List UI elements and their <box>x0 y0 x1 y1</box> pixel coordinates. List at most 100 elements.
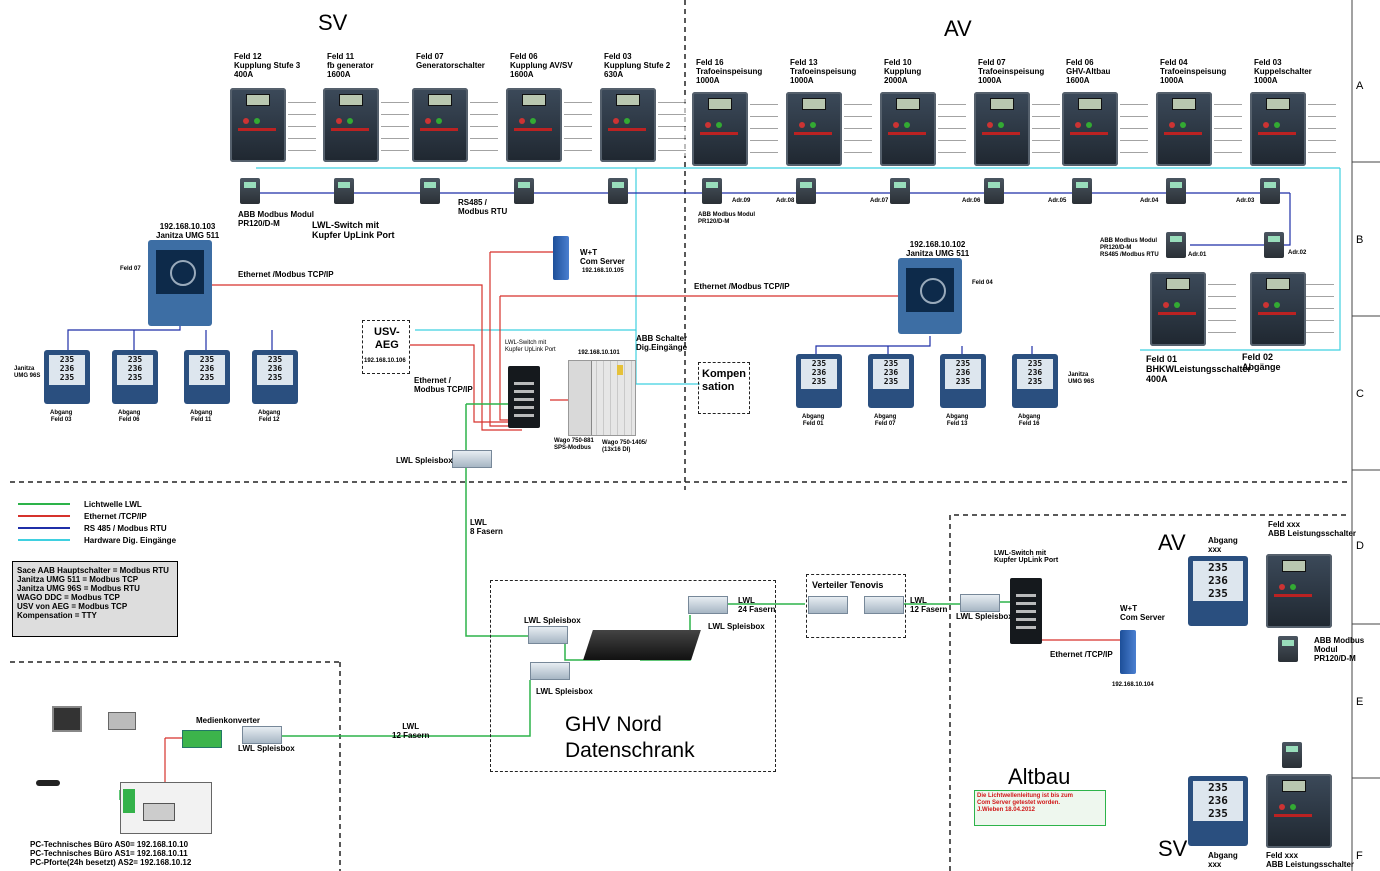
label-lwl-spleisbox-pc: LWL Spleisbox <box>238 744 295 753</box>
label-lwl-switch-small: LWL-Switch mit Kupfer UpLink Port <box>505 340 556 353</box>
grid-row-label: F <box>1356 850 1363 862</box>
wt-com-server <box>553 236 569 280</box>
meter-display: 235 236 235 <box>1017 359 1053 389</box>
feeder-label: Feld 06 GHV-Altbau 1600A <box>1066 58 1111 85</box>
label-lwl-24: LWL 24 Fasern <box>738 596 776 614</box>
meter-display: 235 236 235 <box>257 355 293 385</box>
janitza-umg511-sv <box>148 240 212 326</box>
label-medienkonverter: Medienkonverter <box>196 716 261 725</box>
breaker-contacts <box>564 96 592 156</box>
abb-modbus-module <box>1072 178 1092 204</box>
janitza-umg96s-meter: 235 236 235 <box>940 354 986 408</box>
lwl-switch <box>508 366 540 428</box>
label-feld04: Feld 04 <box>972 280 993 286</box>
label-abb-modbus-altbau: ABB Modbus Modul PR120/D-M <box>1314 636 1365 663</box>
section-title-av: AV <box>944 16 972 41</box>
lwl-spleisbox-4 <box>688 596 728 614</box>
janitza-umg96s-meter: 235 236 235 <box>252 350 298 404</box>
feeder-label: Feld 13 Trafoeinspeisung 1000A <box>790 58 857 85</box>
label-lwl-spleisbox-1: LWL Spleisbox <box>396 456 453 465</box>
label-lwl-8: LWL 8 Fasern <box>470 518 503 536</box>
ghv-nord-box <box>490 580 776 772</box>
grid-row-label: E <box>1356 696 1364 708</box>
circuit-breaker <box>880 92 936 166</box>
breaker-contacts <box>1032 98 1060 158</box>
legend-label: Lichtwelle LWL <box>84 499 142 509</box>
label-eth-modbus-1: Ethernet /Modbus TCP/IP <box>238 270 334 279</box>
breaker-contacts <box>470 96 498 156</box>
abb-modbus-module <box>608 178 628 204</box>
meter-label: Abgang Feld 06 <box>118 410 141 423</box>
breaker-feld02 <box>1250 272 1306 346</box>
feeder-label: Feld 10 Kupplung 2000A <box>884 58 922 85</box>
label-lwl-12-right: LWL 12 Fasern <box>910 596 948 614</box>
janitza-umg96s-meter: 235 236 235 <box>1012 354 1058 408</box>
label-feld-xxx-top: Feld xxx ABB Leistungsschalter <box>1268 520 1357 538</box>
janitza-umg511-av <box>898 258 962 334</box>
section-title-altbau: Altbau <box>1008 764 1071 789</box>
label-feld07-left: Feld 07 <box>120 266 141 272</box>
circuit-breaker <box>600 88 656 162</box>
meter-label: Abgang Feld 16 <box>1018 414 1041 427</box>
label-wago-ip: 192.168.10.101 <box>578 350 620 356</box>
label-lwl-spleisbox-4: LWL Spleisbox <box>708 622 765 631</box>
altbau-note: Die Lichtwellenleitung ist bis zum Com S… <box>974 790 1106 826</box>
label-usv: USV- AEG <box>374 326 400 351</box>
feeder-label: Feld 03 Kupplung Stufe 2 630A <box>604 52 671 79</box>
meter-display: 235 236 235 <box>873 359 909 389</box>
meter-label: Abgang Feld 13 <box>946 414 969 427</box>
janitza-meter-altbau-bottom: 235 236 235 <box>1188 776 1248 846</box>
label-lwl-switch-sv: LWL-Switch mit Kupfer UpLink Port <box>312 220 395 240</box>
meter-display: 235 236 235 <box>945 359 981 389</box>
breaker-contacts <box>1120 98 1148 158</box>
wt-com-server-altbau <box>1120 630 1136 674</box>
breaker-contacts <box>844 98 872 158</box>
feeder-label: Feld 07 Trafoeinspeisung 1000A <box>978 58 1045 85</box>
label-feld-xxx-bottom: Feld xxx ABB Leistungsschalter <box>1266 851 1355 869</box>
label-wago-1405: Wago 750-1405/ (13x16 DI) <box>602 440 647 453</box>
breaker-contacts <box>658 96 686 156</box>
abb-modbus-module <box>240 178 260 204</box>
feeder-label: Feld 12 Kupplung Stufe 3 400A <box>234 52 301 79</box>
label-rs485: RS485 / Modbus RTU <box>458 198 508 216</box>
label-lwl-spleisbox-2: LWL Spleisbox <box>524 616 581 625</box>
address-label: Adr.09 <box>732 198 751 204</box>
address-label: Adr.01 <box>1188 252 1207 258</box>
label-kompensation: Kompen sation <box>702 368 746 393</box>
abb-modbus-module <box>702 178 722 204</box>
meter-display: 235 236 235 <box>189 355 225 385</box>
lwl-spleisbox-3 <box>530 662 570 680</box>
circuit-breaker <box>412 88 468 162</box>
grid-row-label: B <box>1356 234 1364 246</box>
label-janitza-96s-sv: Janitza UMG 96S <box>14 366 41 379</box>
abb-modbus-altbau <box>1278 636 1298 662</box>
address-label: Adr.05 <box>1048 198 1067 204</box>
control-cabinet <box>120 782 212 834</box>
breaker-bhkw <box>1150 272 1206 346</box>
breaker-altbau-top <box>1266 554 1332 628</box>
protocol-printer <box>36 780 60 786</box>
legend-label: Ethernet /TCP/IP <box>84 511 147 521</box>
janitza-umg96s-meter: 235 236 235 <box>112 350 158 404</box>
label-ghv: GHV Nord Datenschrank <box>565 713 695 762</box>
janitza-umg96s-meter: 235 236 235 <box>184 350 230 404</box>
label-wt-altbau: W+T Com Server <box>1120 604 1165 622</box>
circuit-breaker <box>1250 92 1306 166</box>
feeder-label: Feld 03 Kuppelschalter 1000A <box>1254 58 1312 85</box>
label-abb-modbus-bhkw: ABB Modbus Modul PR120/D-M RS485 /Modbus… <box>1100 238 1159 258</box>
grid-row-label: D <box>1356 540 1364 552</box>
section-title-sv: SV <box>318 10 348 35</box>
breaker-bhkw-contacts <box>1208 278 1236 338</box>
lwl-spleisbox-2 <box>528 626 568 644</box>
label-bhkw: Feld 01 BHKWLeistungsschalter 400A <box>1146 354 1252 384</box>
label-verteiler: Verteiler Tenovis <box>812 580 884 590</box>
abb-modbus-module <box>796 178 816 204</box>
breaker-contacts <box>1308 98 1336 158</box>
janitza-meter-altbau-top: 235 236 235 <box>1188 556 1248 626</box>
label-wt-com-server: W+T Com Server <box>580 248 625 266</box>
legend-item: Lichtwelle LWL <box>18 498 176 510</box>
breaker-contacts <box>288 96 316 156</box>
label-eth-modbus-2: Ethernet /Modbus TCP/IP <box>694 282 790 291</box>
abb-modbus-module <box>1264 232 1284 258</box>
